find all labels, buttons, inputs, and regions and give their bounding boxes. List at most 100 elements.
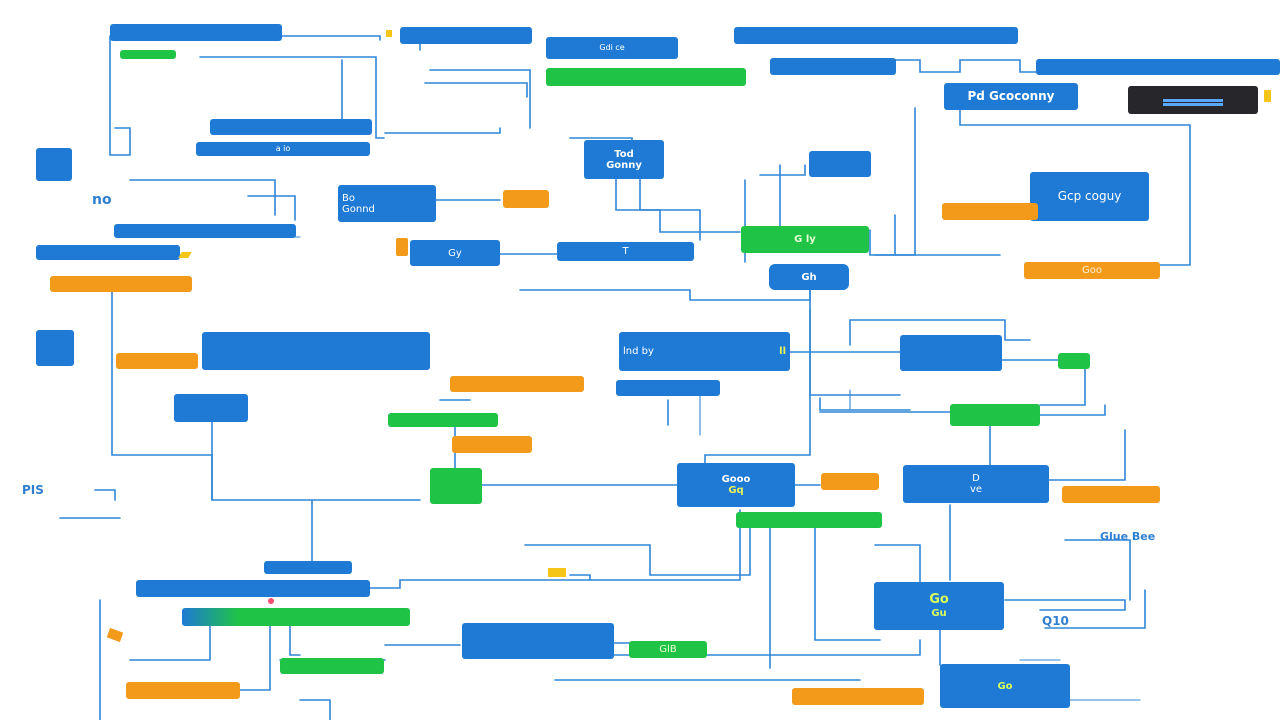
node-top-right-bar[interactable] bbox=[734, 27, 1018, 44]
node-top-left-sub[interactable] bbox=[120, 50, 176, 59]
wire bbox=[109, 35, 131, 156]
wire bbox=[369, 509, 741, 589]
wire bbox=[199, 56, 385, 139]
node-right-orange-c[interactable] bbox=[821, 473, 879, 490]
node-low-center-blue[interactable] bbox=[462, 623, 614, 659]
wire bbox=[809, 289, 901, 396]
node-bottom-orange[interactable] bbox=[792, 688, 924, 705]
wire bbox=[429, 69, 531, 129]
node-center-wide[interactable]: lnd by ll bbox=[619, 332, 790, 371]
node-mid-left-orange[interactable] bbox=[503, 190, 549, 208]
wire bbox=[111, 291, 421, 501]
node-right-orange-a[interactable] bbox=[942, 203, 1038, 220]
wire bbox=[615, 177, 741, 233]
node-mid-left-box[interactable]: Bo Gonnd bbox=[338, 185, 436, 222]
node-low-center-green[interactable]: GlB bbox=[629, 641, 707, 658]
node-center-small-b: Gonny bbox=[606, 159, 642, 171]
node-center-mid-blue-a: Gooo bbox=[721, 474, 751, 485]
node-right-mid-blue-b: ve bbox=[969, 484, 983, 495]
node-center-left-orange-b[interactable] bbox=[452, 436, 532, 453]
wire bbox=[894, 59, 1041, 73]
equals-icon bbox=[1163, 98, 1223, 102]
node-left-long[interactable] bbox=[114, 224, 296, 238]
wire bbox=[874, 107, 916, 256]
node-center-chip-green[interactable] bbox=[430, 468, 482, 504]
node-center-top-green[interactable] bbox=[546, 68, 746, 86]
node-top-center-left[interactable] bbox=[400, 27, 532, 44]
node-bottom-blue[interactable]: Go bbox=[940, 664, 1070, 708]
node-low-left-orange[interactable] bbox=[126, 682, 240, 699]
node-right-small-green[interactable] bbox=[1058, 353, 1090, 369]
node-right-title[interactable]: Pd Gcoconny bbox=[944, 83, 1078, 110]
node-right-chip[interactable] bbox=[900, 335, 1002, 371]
node-center-left-orange[interactable] bbox=[450, 376, 584, 392]
node-center-mid-blue[interactable]: Gooo Gq bbox=[677, 463, 795, 507]
node-left-mid-blue-bar[interactable] bbox=[210, 119, 372, 135]
node-left-orange-mid[interactable] bbox=[116, 353, 198, 369]
node-center-pill[interactable]: Gh bbox=[769, 264, 849, 290]
wire bbox=[874, 544, 921, 586]
node-left-box-small[interactable] bbox=[36, 330, 74, 366]
node-center-blue-c[interactable]: T bbox=[557, 242, 694, 261]
node-left-square[interactable] bbox=[36, 148, 72, 181]
wire bbox=[247, 195, 296, 221]
wire bbox=[384, 127, 501, 134]
node-center-low-blue[interactable] bbox=[616, 380, 720, 396]
wire bbox=[569, 574, 591, 581]
node-right-far-bar[interactable] bbox=[1036, 59, 1280, 75]
node-right-box[interactable]: Gcp coguy bbox=[1030, 172, 1149, 221]
node-center-small[interactable]: Tod Gonny bbox=[584, 140, 664, 179]
node-right-header[interactable] bbox=[770, 58, 896, 75]
node-low-left-green-b[interactable] bbox=[280, 658, 384, 674]
wire bbox=[129, 179, 276, 216]
wire bbox=[129, 624, 211, 661]
node-mid-blue[interactable]: Gy bbox=[410, 240, 500, 266]
node-low-right-green-box-a: Go bbox=[929, 592, 949, 608]
wire bbox=[1039, 404, 1106, 416]
wire bbox=[299, 699, 331, 720]
wire bbox=[819, 397, 911, 411]
node-center-mid-blue-b: Gq bbox=[728, 485, 744, 496]
node-low-left-long[interactable] bbox=[136, 580, 370, 597]
wire bbox=[281, 35, 381, 41]
wire bbox=[869, 229, 1001, 256]
dot-icon bbox=[268, 598, 274, 604]
node-low-left-bar[interactable] bbox=[264, 561, 352, 574]
wire bbox=[519, 279, 811, 301]
node-low-left-green[interactable] bbox=[182, 608, 410, 626]
node-far-right-orange[interactable] bbox=[1062, 486, 1160, 503]
node-center-top[interactable]: Gdi ce bbox=[546, 37, 678, 59]
node-left-mid-sub[interactable]: a io bbox=[196, 142, 370, 156]
node-center-green[interactable]: G ly bbox=[741, 226, 869, 253]
wire bbox=[424, 82, 528, 98]
marker-icon bbox=[1264, 90, 1271, 102]
wire bbox=[1064, 539, 1131, 601]
label-no: no bbox=[92, 192, 112, 208]
node-wide-left[interactable] bbox=[202, 332, 430, 370]
node-center-left-green[interactable] bbox=[388, 413, 498, 427]
wire bbox=[94, 489, 116, 501]
node-dark-panel[interactable] bbox=[1128, 86, 1258, 114]
wire bbox=[999, 359, 1086, 406]
node-mid-left-box-a: Bo bbox=[342, 192, 355, 204]
wire bbox=[814, 519, 881, 641]
node-low-right-green-box[interactable]: Go Gu bbox=[874, 582, 1004, 630]
tag-icon bbox=[396, 238, 408, 256]
node-left-sub-green[interactable] bbox=[36, 245, 180, 260]
node-top-left[interactable] bbox=[110, 24, 282, 41]
node-right-green-b[interactable] bbox=[950, 404, 1040, 426]
node-center-green-bar[interactable] bbox=[736, 512, 882, 528]
node-center-wide-sub: ll bbox=[779, 346, 786, 357]
marker-icon bbox=[386, 30, 392, 37]
node-left-orange[interactable] bbox=[50, 276, 192, 292]
node-left-box-c[interactable] bbox=[174, 394, 248, 422]
tag-icon bbox=[548, 568, 566, 577]
node-center-small-a: Tod bbox=[614, 148, 634, 160]
node-right-orange-b[interactable]: Goo bbox=[1024, 262, 1160, 279]
node-right-mid-blue[interactable]: D ve bbox=[903, 465, 1049, 503]
node-center-chip[interactable] bbox=[809, 151, 871, 177]
wire bbox=[759, 164, 806, 176]
label-q10: Q10 bbox=[1042, 614, 1069, 628]
